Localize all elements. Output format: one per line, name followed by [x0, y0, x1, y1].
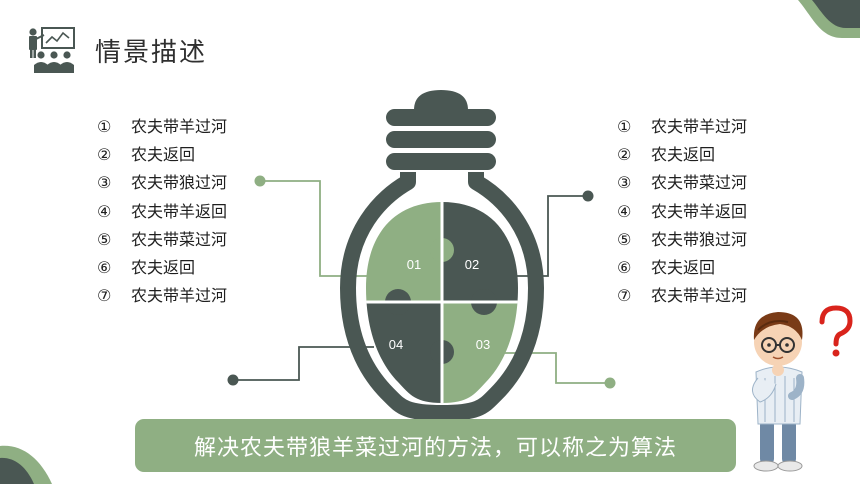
list-item: ⑥ 农夫返回 [97, 254, 227, 282]
puzzle-label-01: 01 [407, 257, 421, 272]
puzzle-label-04: 04 [389, 337, 403, 352]
corner-decoration-top-right [798, 0, 860, 38]
list-item: ② 农夫返回 [97, 141, 227, 169]
list-item: ① 农夫带羊过河 [97, 113, 227, 141]
list-item: ⑤ 农夫带菜过河 [97, 226, 227, 254]
step-text: 农夫带羊过河 [651, 117, 748, 136]
step-text: 农夫返回 [651, 145, 716, 165]
step-text: 农夫返回 [651, 257, 716, 277]
list-item: ④ 农夫带羊返回 [617, 198, 747, 226]
corner-decoration-bottom-left [0, 445, 52, 484]
list-item: ③ 农夫带菜过河 [617, 169, 747, 197]
step-text: 农夫带羊返回 [651, 201, 748, 221]
step-number: ④ [97, 201, 112, 221]
thinking-boy-illustration [752, 305, 853, 472]
step-text: 农夫带羊返回 [131, 201, 228, 221]
step-text: 农夫带羊过河 [131, 286, 228, 306]
step-text: 农夫带狼过河 [131, 173, 228, 193]
step-number: ① [617, 117, 632, 136]
step-text: 农夫带菜过河 [131, 229, 228, 249]
step-number: ④ [617, 201, 632, 221]
list-item: ① 农夫带羊过河 [617, 113, 747, 141]
list-item: ⑥ 农夫返回 [617, 254, 747, 282]
question-mark-icon [819, 305, 853, 357]
list-item: ⑦ 农夫带羊过河 [97, 282, 227, 310]
step-number: ⑦ [97, 286, 112, 306]
step-text: 农夫返回 [131, 145, 196, 165]
step-text: 农夫带菜过河 [651, 173, 748, 193]
step-number: ② [617, 145, 632, 165]
bulb-outline [340, 172, 544, 421]
connector-dot [582, 190, 594, 202]
step-number: ⑤ [617, 229, 632, 249]
step-number: ⑦ [617, 286, 632, 306]
puzzle-label-03: 03 [476, 337, 490, 352]
list-item: ④ 农夫带羊返回 [97, 198, 227, 226]
step-text: 农夫带羊过河 [131, 117, 228, 136]
list-item: ⑤ 农夫带狼过河 [617, 226, 747, 254]
teacher-presentation-icon [29, 27, 75, 73]
connector-dot [604, 377, 616, 389]
step-number: ② [97, 145, 112, 165]
step-number: ⑤ [97, 229, 112, 249]
step-number: ③ [97, 173, 112, 193]
step-text: 农夫带羊过河 [651, 286, 748, 306]
list-item: ② 农夫返回 [617, 141, 747, 169]
list-item: ⑦ 农夫带羊过河 [617, 282, 747, 310]
step-text: 农夫带狼过河 [651, 229, 748, 249]
list-item: ③ 农夫带狼过河 [97, 169, 227, 197]
step-number: ① [97, 117, 112, 136]
conclusion-banner: 解决农夫带狼羊菜过河的方法，可以称之为算法 [135, 419, 736, 472]
connector-dot [227, 374, 239, 386]
step-text: 农夫返回 [131, 257, 196, 277]
connector-dot [254, 175, 266, 187]
step-number: ③ [617, 173, 632, 193]
step-number: ⑥ [97, 257, 112, 277]
bulb-cap [386, 90, 496, 170]
step-number: ⑥ [617, 257, 632, 277]
puzzle-label-02: 02 [465, 257, 479, 272]
page-title: 情景描述 [95, 38, 208, 68]
conclusion-text: 解决农夫带狼羊菜过河的方法，可以称之为算法 [193, 435, 677, 461]
